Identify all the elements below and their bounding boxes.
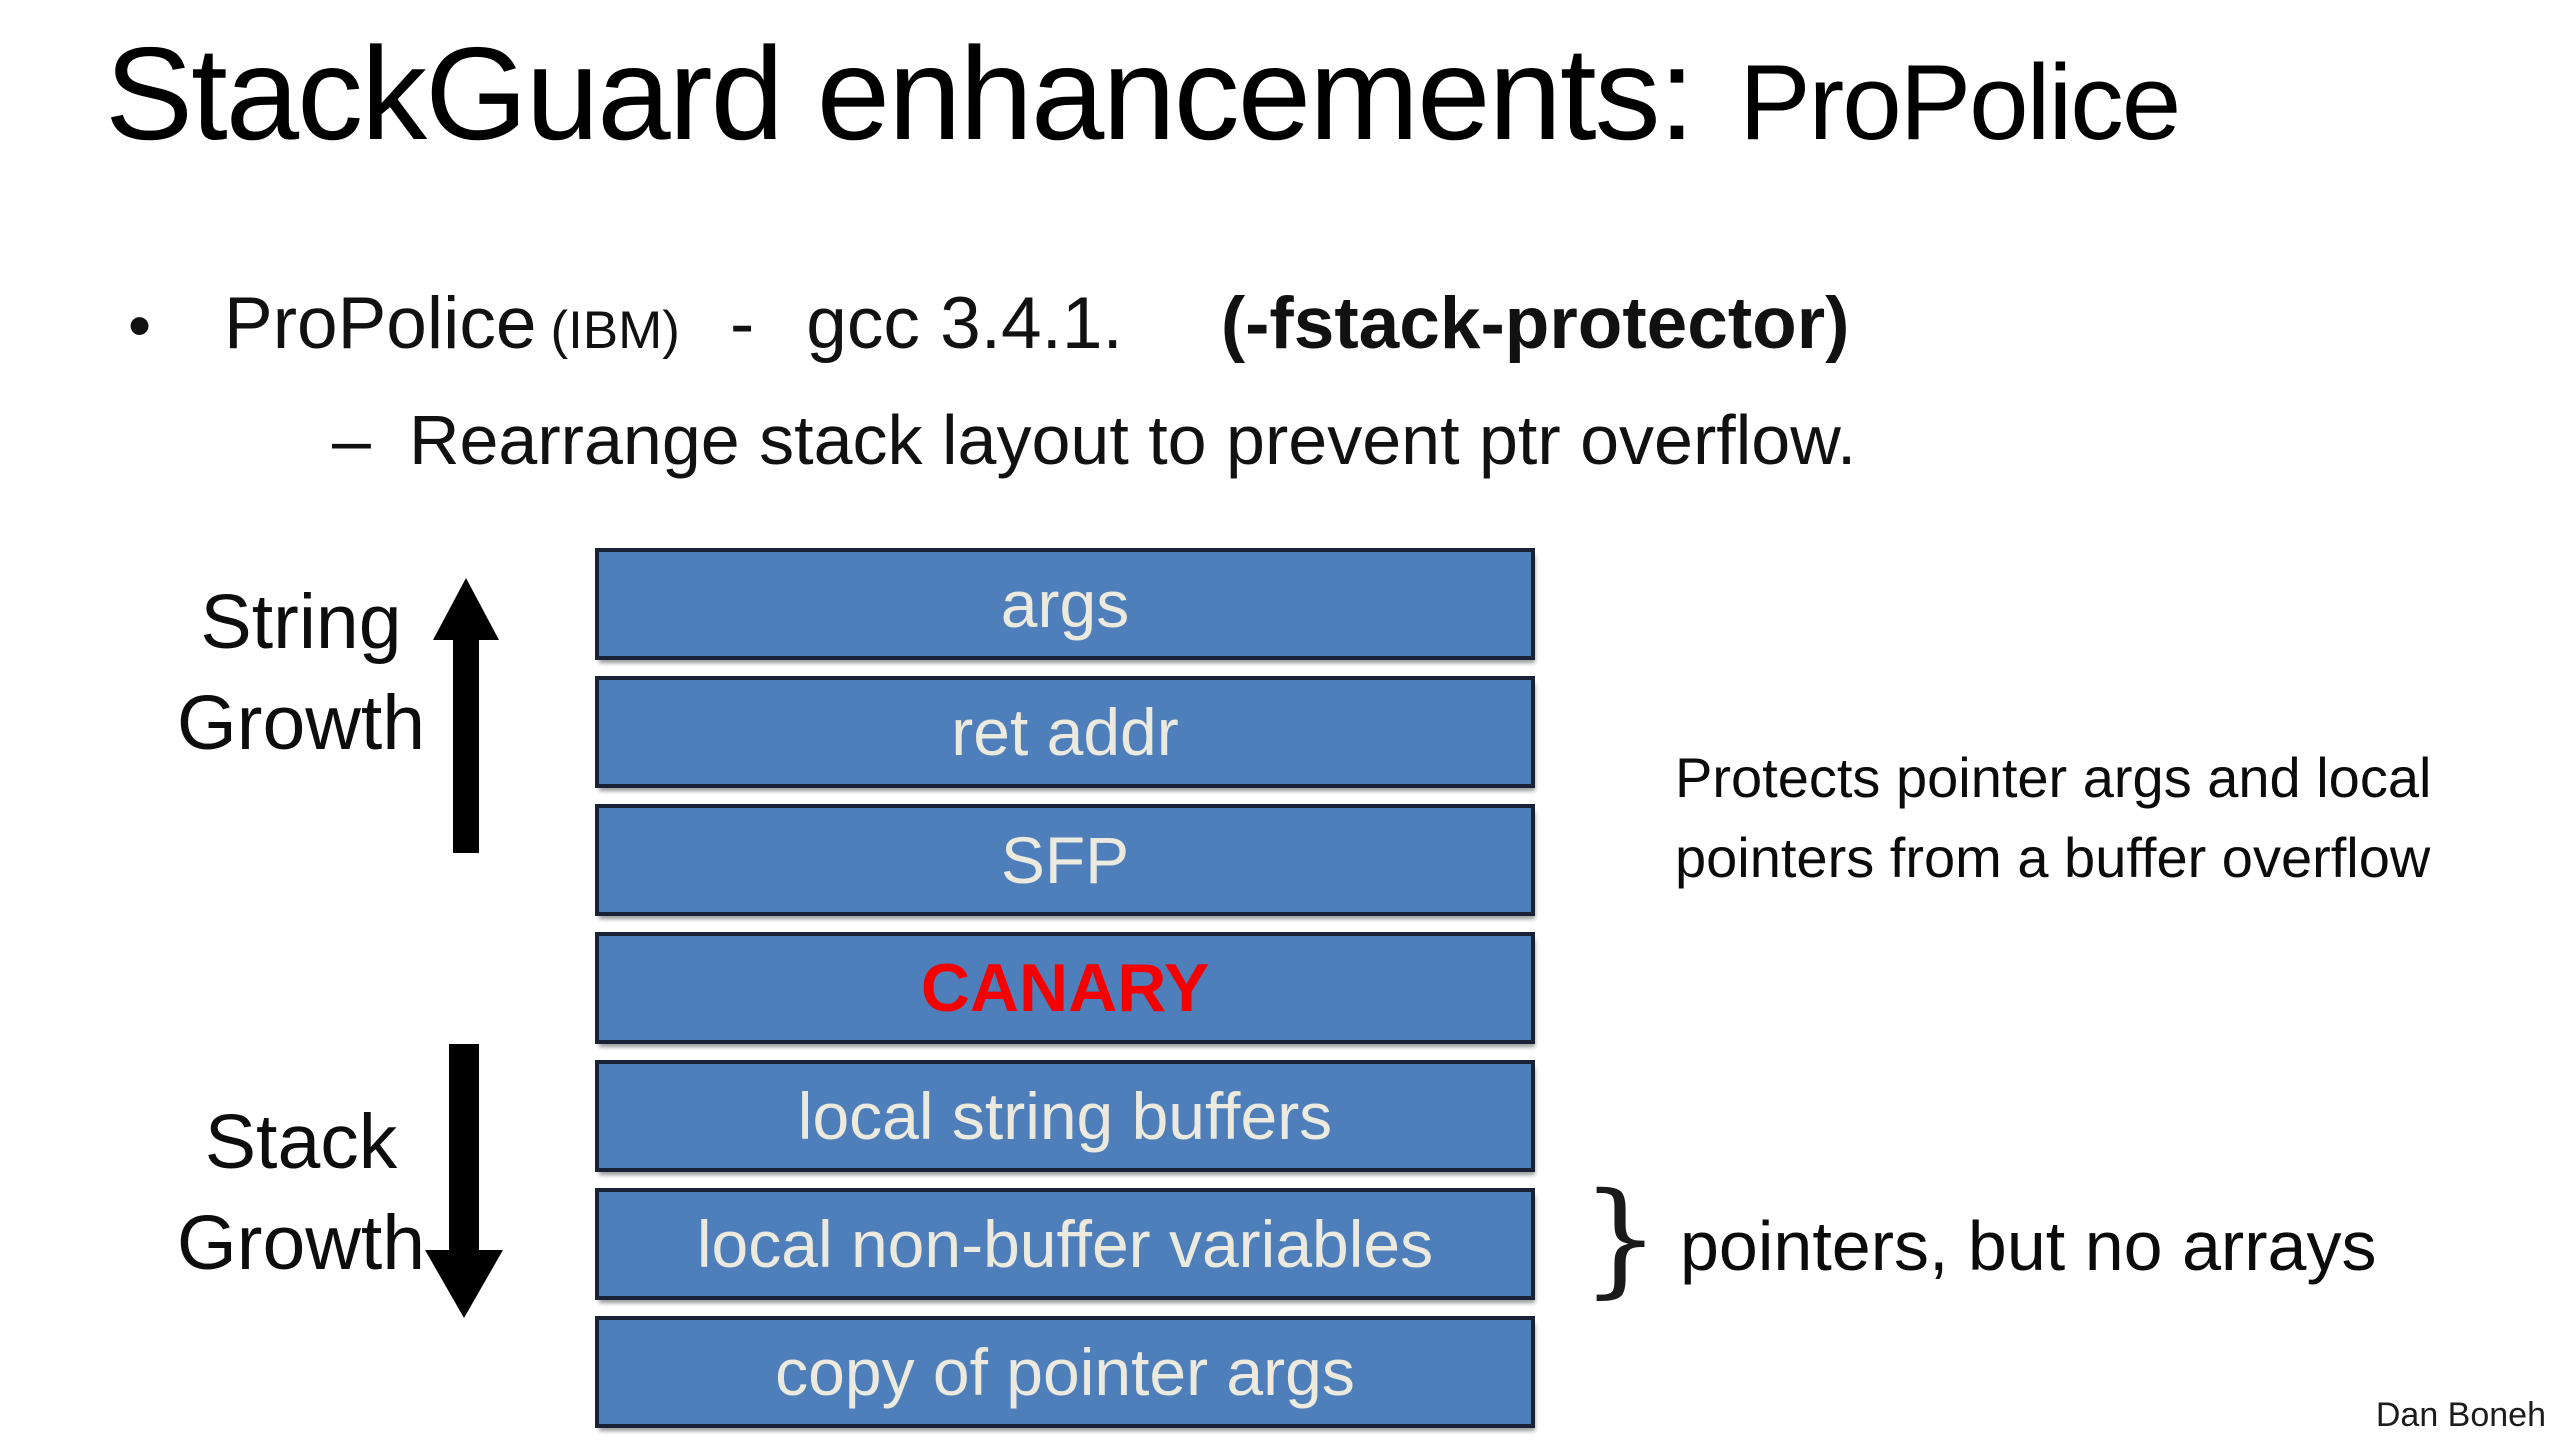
gcc-version-label: gcc 3.4.1.	[806, 283, 1123, 364]
sub-bullet-text: Rearrange stack layout to prevent ptr ov…	[408, 401, 1857, 479]
stack-box-sfp: SFP	[595, 804, 1535, 916]
stack-box-label: copy of pointer args	[775, 1335, 1355, 1409]
curly-brace-icon: }	[1581, 1165, 1660, 1311]
sub-bullet-marker-icon: –	[332, 401, 371, 479]
string-growth-label: String Growth	[155, 572, 447, 774]
title-main: StackGuard enhancements:	[105, 20, 1695, 167]
stack-box-canary: CANARY	[595, 932, 1535, 1044]
protects-annotation: Protects pointer args and local pointers…	[1675, 738, 2431, 898]
ibm-label: (IBM)	[550, 301, 680, 360]
protects-line2: pointers from a buffer overflow	[1675, 826, 2431, 889]
stack-box-label: SFP	[1000, 823, 1130, 897]
bullet-propolice-line: • ProPolice(IBM)-gcc 3.4.1. (-fstack-prote…	[128, 282, 1849, 365]
stack-growth-line1: Stack	[204, 1099, 398, 1185]
string-growth-line1: String	[200, 579, 402, 665]
stack-box-label: ret addr	[951, 695, 1179, 769]
stack-box-label: args	[1000, 567, 1130, 641]
slide-title: StackGuard enhancements: ProPolice	[105, 18, 2181, 169]
title-sub: ProPolice	[1739, 42, 2181, 162]
stack-box-ret-addr: ret addr	[595, 676, 1535, 788]
bullet-marker-icon: •	[128, 288, 152, 362]
stack-box-label: local non-buffer variables	[696, 1207, 1434, 1281]
stack-box-label: local string buffers	[797, 1079, 1333, 1153]
fstack-protector-flag: (-fstack-protector)	[1220, 283, 1850, 364]
stack-box-local-string-buffers: local string buffers	[595, 1060, 1535, 1172]
string-growth-arrow-up-icon	[433, 578, 499, 853]
propolice-label: ProPolice	[224, 283, 537, 364]
credit-author: Dan Boneh	[2375, 1396, 2546, 1434]
stack-box-local-non-buffer-variables: local non-buffer variables	[595, 1188, 1535, 1300]
pointers-note: pointers, but no arrays	[1680, 1207, 2377, 1285]
stack-box-label: CANARY	[920, 950, 1210, 1026]
stack-box-args: args	[595, 548, 1535, 660]
stack-growth-line2: Growth	[176, 1200, 426, 1286]
stack-box-copy-of-pointer-args: copy of pointer args	[595, 1316, 1535, 1428]
string-growth-line2: Growth	[176, 680, 426, 766]
sub-bullet-line: –Rearrange stack layout to prevent ptr o…	[332, 400, 1856, 480]
dash-separator: -	[729, 283, 755, 364]
protects-line1: Protects pointer args and local	[1675, 746, 2432, 809]
stack-growth-label: Stack Growth	[155, 1092, 447, 1294]
stack-growth-arrow-down-icon	[425, 1044, 503, 1318]
